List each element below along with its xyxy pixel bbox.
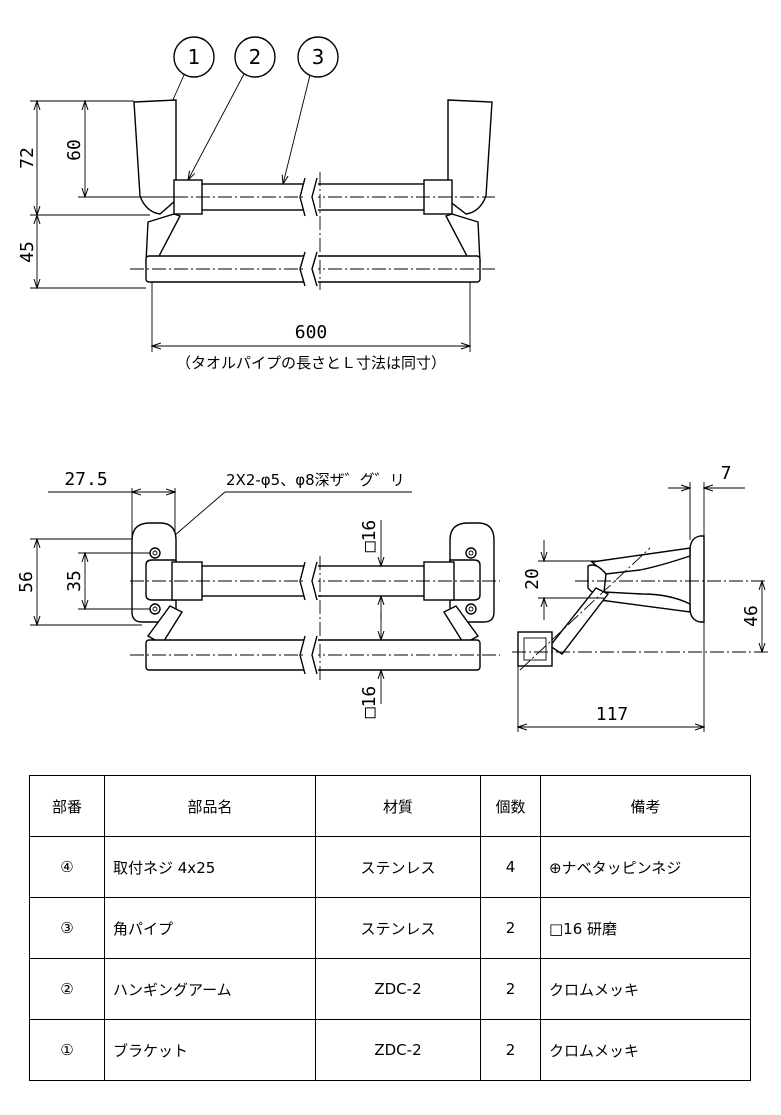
svg-text:（タオルパイプの長さとＬ寸法は同寸）: （タオルパイプの長さとＬ寸法は同寸）: [176, 354, 446, 372]
left-arm: [145, 213, 182, 263]
header-remarks: 備考: [540, 775, 751, 837]
svg-text:27.5: 27.5: [64, 469, 107, 490]
svg-text:2X2-φ5、φ8深ザ゛グ゛リ: 2X2-φ5、φ8深ザ゛グ゛リ: [226, 471, 405, 489]
top-view: 1 2 3: [17, 36, 495, 372]
cell-part-name: 角パイプ: [104, 897, 316, 959]
svg-text:2: 2: [249, 45, 262, 69]
svg-text:46: 46: [741, 605, 762, 627]
cell-material: ステンレス: [315, 897, 481, 959]
cell-part-no: ①: [29, 1019, 105, 1081]
header-quantity: 個数: [480, 775, 541, 837]
cell-quantity: 2: [480, 958, 541, 1020]
svg-text:1: 1: [188, 45, 201, 69]
svg-text:56: 56: [16, 571, 37, 593]
svg-text:3: 3: [312, 45, 325, 69]
cell-remarks: クロムメッキ: [540, 1019, 751, 1081]
cell-part-no: ③: [29, 897, 105, 959]
table-row: ② ハンギングアーム ZDC-2 2 クロムメッキ: [29, 958, 751, 1020]
table-row: ③ 角パイプ ステンレス 2 □16 研磨: [29, 897, 751, 959]
side-view: 7 20 46 117: [512, 463, 768, 732]
svg-text:45: 45: [17, 241, 38, 263]
cell-quantity: 2: [480, 1019, 541, 1081]
balloon-3: 3: [283, 36, 339, 184]
cell-remarks: ⊕ナベタッピンネジ: [540, 836, 751, 898]
svg-text:600: 600: [295, 322, 328, 343]
right-bracket: [447, 99, 493, 215]
balloon-2: 2: [188, 36, 276, 180]
cell-quantity: 2: [480, 897, 541, 959]
cell-material: ステンレス: [315, 836, 481, 898]
svg-text:□16: □16: [359, 686, 380, 719]
header-material: 材質: [315, 775, 481, 837]
cell-part-name: 取付ネジ 4x25: [104, 836, 316, 898]
cell-quantity: 4: [480, 836, 541, 898]
parts-table: 部番 部品名 材質 個数 備考 ④ 取付ネジ 4x25 ステンレス 4 ⊕ナベタ…: [29, 775, 751, 1081]
balloon-1: 1: [171, 36, 215, 103]
svg-text:□16: □16: [359, 520, 380, 553]
cell-part-name: ブラケット: [104, 1019, 316, 1081]
front-view: 27.5 2X2-φ5、φ8深ザ゛グ゛リ: [16, 469, 500, 718]
cell-material: ZDC-2: [315, 958, 481, 1020]
cell-part-no: ④: [29, 836, 105, 898]
cell-material: ZDC-2: [315, 1019, 481, 1081]
svg-text:60: 60: [64, 139, 85, 161]
cell-part-no: ②: [29, 958, 105, 1020]
table-row: ① ブラケット ZDC-2 2 クロムメッキ: [29, 1019, 751, 1081]
svg-text:7: 7: [721, 463, 732, 484]
cell-remarks: クロムメッキ: [540, 958, 751, 1020]
svg-text:72: 72: [17, 147, 38, 169]
svg-text:20: 20: [522, 568, 543, 590]
header-part-name: 部品名: [104, 775, 316, 837]
svg-text:117: 117: [596, 704, 629, 725]
header-part-no: 部番: [29, 775, 105, 837]
table-header-row: 部番 部品名 材質 個数 備考: [29, 775, 751, 837]
cell-part-name: ハンギングアーム: [104, 958, 316, 1020]
technical-drawing: 1 2 3: [16, 36, 768, 732]
right-arm: [444, 213, 481, 263]
table-row: ④ 取付ネジ 4x25 ステンレス 4 ⊕ナベタッピンネジ: [29, 836, 751, 898]
svg-text:35: 35: [64, 570, 85, 592]
cell-remarks: □16 研磨: [540, 897, 751, 959]
